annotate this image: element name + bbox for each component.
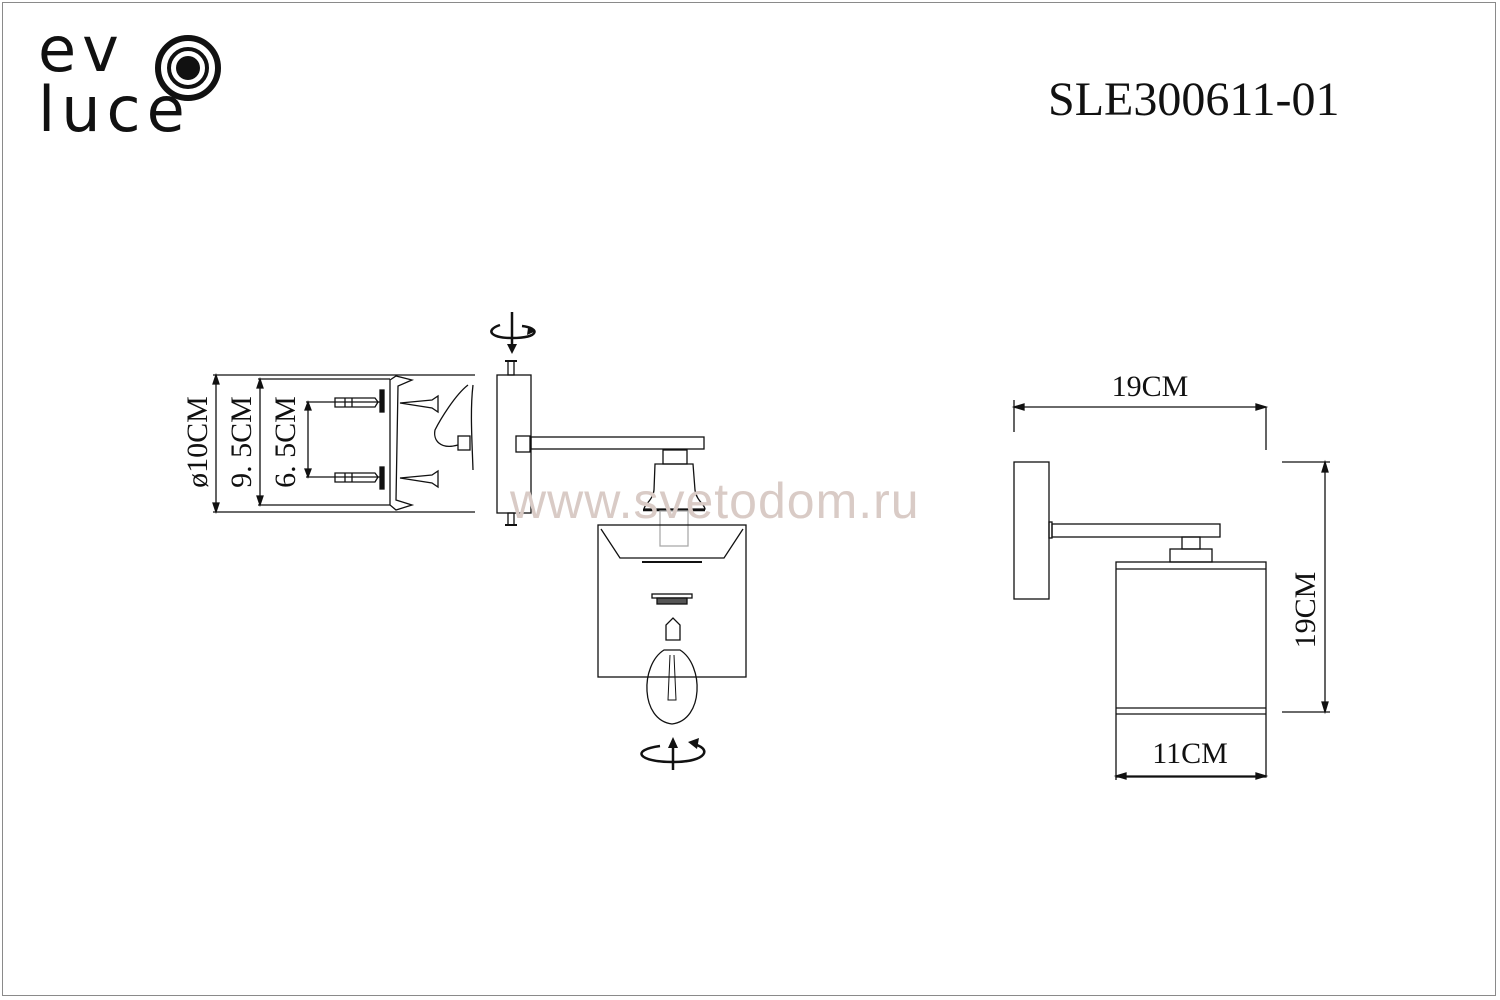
dim-bracket-length: 9. 5CM — [225, 396, 258, 488]
rotate-screw-top-icon — [490, 312, 536, 354]
lamp-arm — [515, 435, 706, 547]
logo-line-2: luce — [38, 73, 191, 146]
watermark: www.svetodom.ru — [510, 473, 920, 529]
bulb-icon — [646, 617, 698, 725]
lamp-shade-exploded — [597, 524, 747, 678]
rotate-bulb-bottom-icon — [640, 737, 706, 770]
model-number: SLE300611-01 — [1048, 73, 1340, 126]
logo-line-1: ev — [38, 13, 125, 86]
dim-total-height: 19CM — [1289, 571, 1322, 649]
dimension-lines — [1011, 400, 1330, 780]
mounting-bracket — [379, 375, 415, 511]
sconce-front-view — [1013, 461, 1267, 778]
concentric-circle-o-icon — [155, 35, 221, 101]
mount-dimension-group — [212, 372, 475, 515]
wire-nut-icon — [434, 384, 474, 471]
wall-plug-icon — [334, 397, 379, 483]
screw-icon — [399, 394, 439, 489]
dim-hole-spacing: 6. 5CM — [269, 396, 302, 488]
dim-mount-diameter: ø10CM — [181, 396, 214, 488]
dim-total-width: 19CM — [1111, 370, 1189, 403]
dim-shade-width: 11CM — [1152, 737, 1228, 770]
brand-logo: ev luce — [38, 13, 191, 146]
